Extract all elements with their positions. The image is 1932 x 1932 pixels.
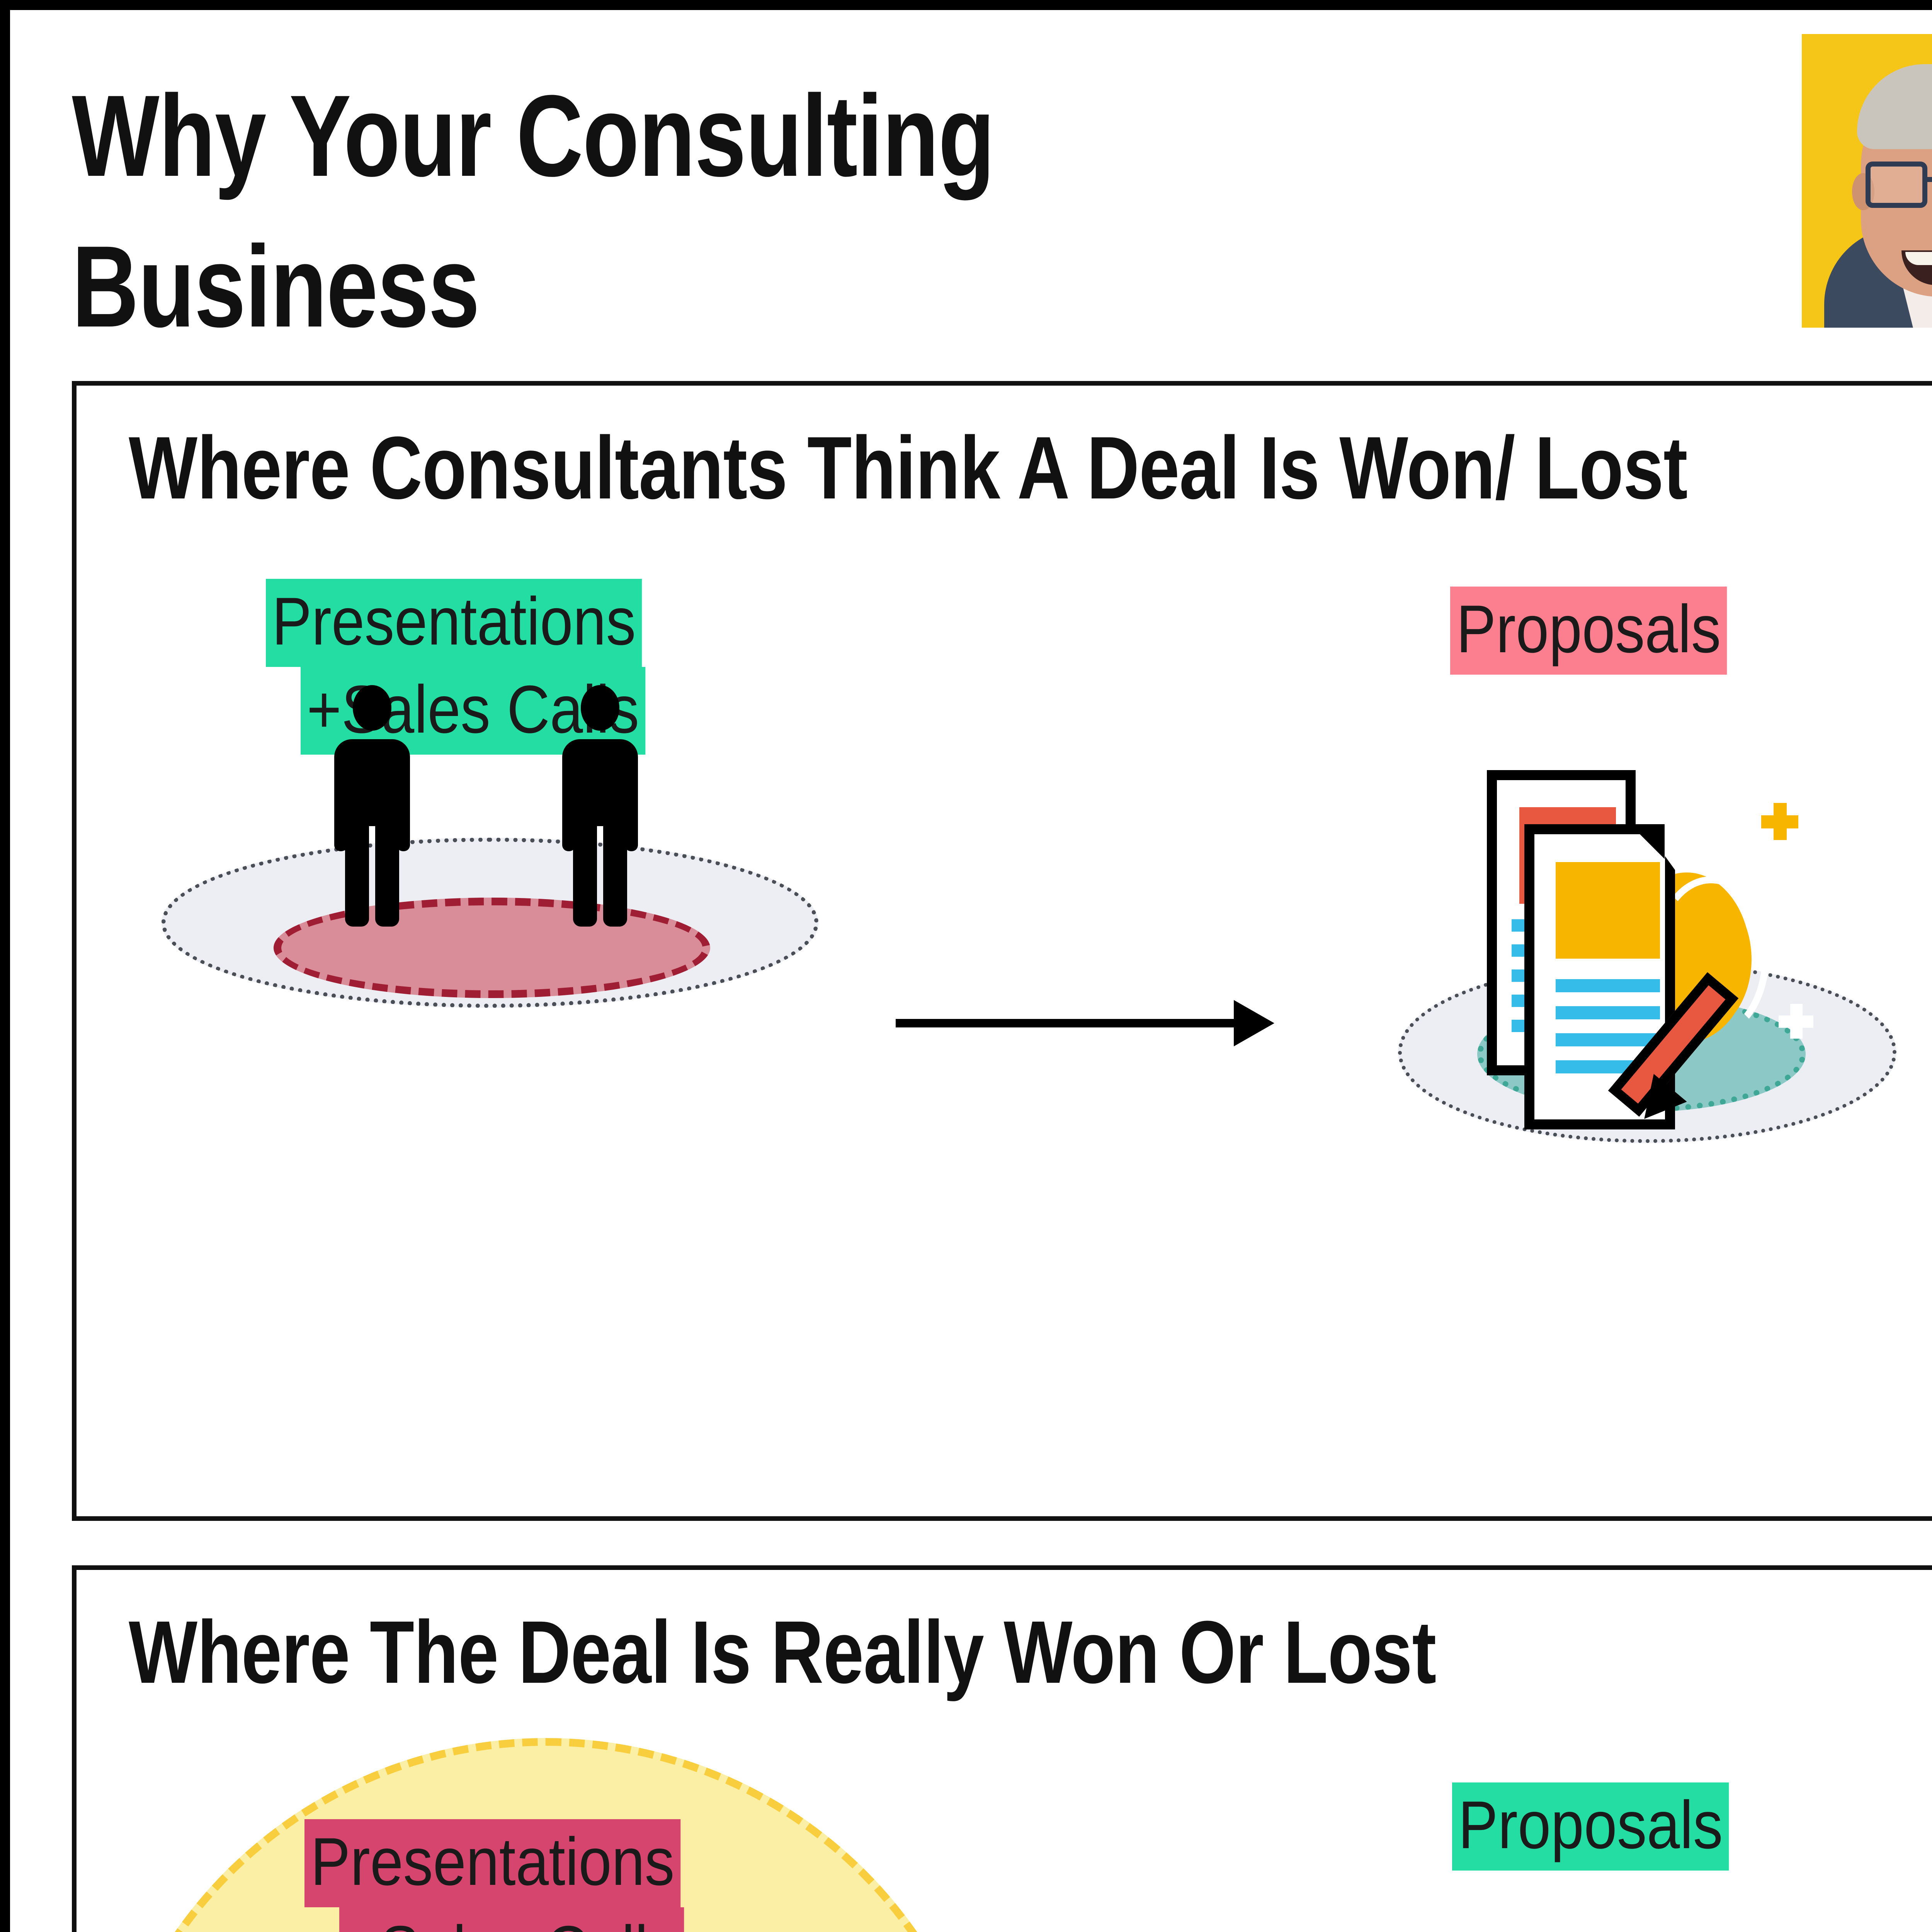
person-figure-left bbox=[328, 685, 417, 932]
label-presentations: Presentations bbox=[304, 1819, 681, 1907]
arrow-head-icon bbox=[1234, 1000, 1274, 1046]
arrow-shaft bbox=[896, 1019, 1236, 1027]
proposal-document-icon bbox=[1398, 757, 1923, 1143]
icon-doc-line bbox=[1556, 979, 1660, 992]
panel-1-right-label: Proposals bbox=[1450, 587, 1765, 675]
person-head bbox=[581, 685, 619, 731]
label-presentations: Presentations bbox=[266, 579, 642, 667]
headshot-glasses-left-lens bbox=[1866, 162, 1927, 208]
person-figure-right bbox=[556, 685, 645, 932]
panel-where-deal-really-won: Where The Deal Is Really Won Or Lost Pre… bbox=[72, 1565, 1932, 1932]
panel-2-right-label: Proposals bbox=[1452, 1782, 1767, 1871]
icon-plus-white bbox=[1779, 1004, 1813, 1039]
headshot-teeth bbox=[1905, 252, 1932, 265]
headshot-hair bbox=[1857, 64, 1932, 149]
label-sales-calls: +Sales Calls bbox=[339, 1907, 684, 1932]
icon-plus-yellow bbox=[1761, 803, 1798, 840]
icon-doc-corner-fold bbox=[1630, 824, 1665, 859]
panel-1-people-scene bbox=[162, 685, 818, 1046]
author-headshot-photo bbox=[1802, 34, 1932, 328]
panel-2-left-label: Presentations +Sales Calls bbox=[304, 1819, 732, 1932]
panel-where-consultants-think: Where Consultants Think A Deal Is Won/ L… bbox=[72, 381, 1932, 1521]
panel-2-title: Where The Deal Is Really Won Or Lost bbox=[129, 1602, 1436, 1702]
label-proposals: Proposals bbox=[1452, 1782, 1729, 1871]
person-leg-left bbox=[573, 813, 597, 927]
icon-doc-amber-block bbox=[1556, 862, 1660, 959]
panel-1-flow-arrow bbox=[896, 1000, 1274, 1046]
headshot-glasses-bridge bbox=[1927, 177, 1932, 182]
person-leg-right bbox=[603, 813, 627, 927]
icon-doc-line bbox=[1556, 1033, 1660, 1046]
panel-1-title: Where Consultants Think A Deal Is Won/ L… bbox=[129, 418, 1688, 517]
person-leg-left bbox=[345, 813, 369, 927]
label-proposals: Proposals bbox=[1450, 587, 1727, 675]
person-leg-right bbox=[375, 813, 399, 927]
icon-doc-line bbox=[1556, 1006, 1660, 1019]
page-header: Why Your Consulting Business Is Failing … bbox=[10, 10, 1932, 502]
person-head bbox=[353, 685, 391, 731]
